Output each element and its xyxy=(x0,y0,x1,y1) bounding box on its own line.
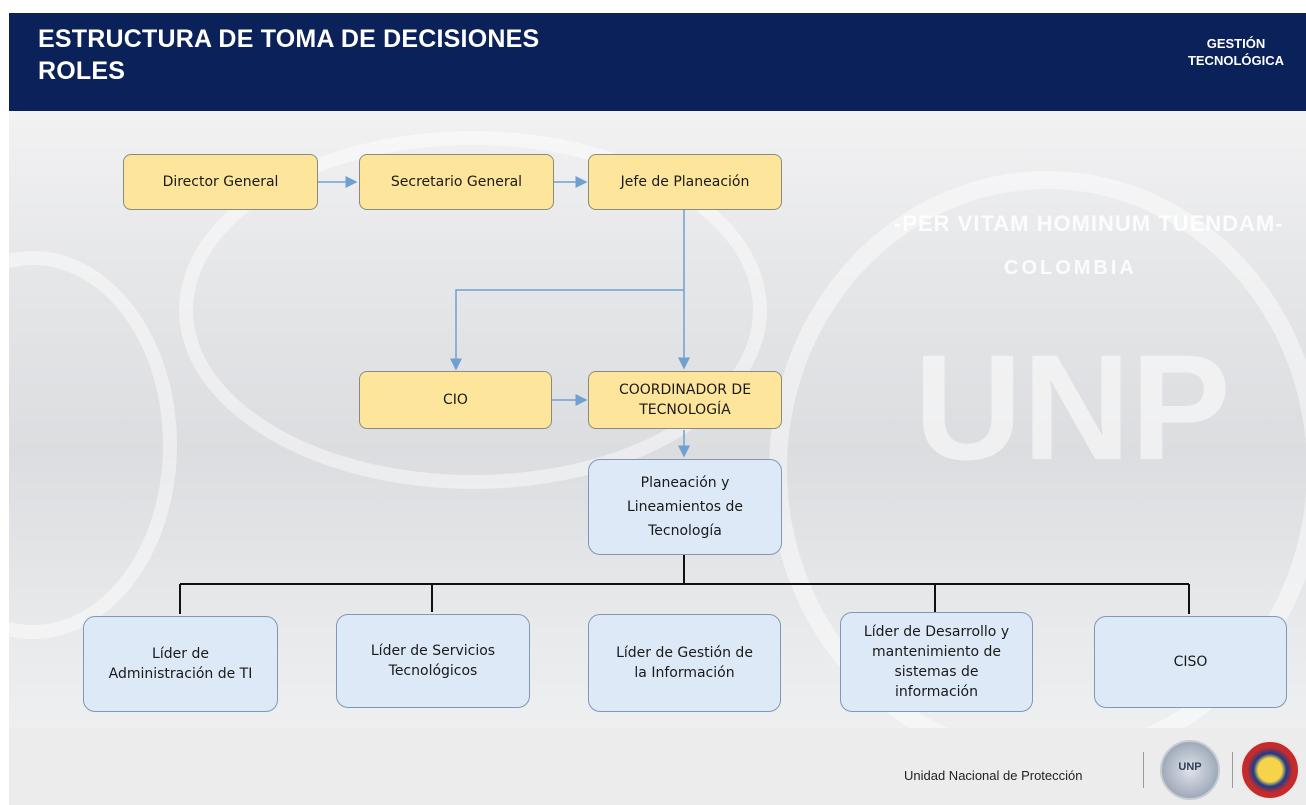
node-label-line: Administración de TI xyxy=(108,666,253,682)
node-label-line: Lineamientos de xyxy=(626,499,744,515)
node-label-line: COORDINADOR DE xyxy=(618,382,752,398)
title-line-1: ESTRUCTURA DE TOMA DE DECISIONES xyxy=(38,25,540,53)
node-ciso: CISO xyxy=(1094,616,1287,708)
node-label: CIO xyxy=(443,392,468,408)
node-label: Director General xyxy=(162,174,279,190)
title-line-2: ROLES xyxy=(38,57,126,85)
watermark-country: COLOMBIA xyxy=(1004,257,1137,279)
dept-line-1: GESTIÓN xyxy=(1206,36,1266,51)
node-label: Jefe de Planeación xyxy=(620,174,750,190)
node-label-line: la Información xyxy=(634,665,735,681)
node-jefe-planeacion: Jefe de Planeación xyxy=(588,154,782,210)
node-director-general: Director General xyxy=(123,154,318,210)
node-lider-desarrollo-sistemas: Líder de Desarrollo y mantenimiento de s… xyxy=(840,612,1033,712)
node-label-line: TECNOLOGÍA xyxy=(639,402,731,418)
footer-separator xyxy=(1232,752,1233,788)
node-cio: CIO xyxy=(359,371,552,429)
node-label-line: información xyxy=(894,684,978,700)
node-label-line: Planeación y xyxy=(640,475,730,491)
footer-separator xyxy=(1143,752,1144,788)
node-lider-administracion-ti: Líder de Administración de TI xyxy=(83,616,278,712)
node-lider-gestion-informacion: Líder de Gestión de la Información xyxy=(588,614,781,712)
tree-connector xyxy=(179,555,1190,614)
node-label: CISO xyxy=(1173,654,1208,670)
arrow-jefe-cio xyxy=(450,289,684,371)
node-coordinador-tecnologia: COORDINADOR DE TECNOLOGÍA xyxy=(588,371,782,429)
watermark-acronym: UNP xyxy=(914,323,1231,491)
header-bar: ESTRUCTURA DE TOMA DE DECISIONES ROLES G… xyxy=(9,13,1306,111)
node-label-line: Líder de Desarrollo y xyxy=(863,624,1010,640)
node-lider-servicios-tecnologicos: Líder de Servicios Tecnológicos xyxy=(336,614,530,708)
node-label-line: Líder de Servicios xyxy=(370,643,496,659)
page-title: ESTRUCTURA DE TOMA DE DECISIONES ROLES xyxy=(38,23,539,87)
header-notch xyxy=(880,97,1306,111)
node-label: Secretario General xyxy=(390,174,523,190)
node-secretario-general: Secretario General xyxy=(359,154,554,210)
unp-seal-text: UNP xyxy=(1178,761,1202,773)
unp-seal-logo: UNP xyxy=(1160,740,1220,800)
node-planeacion-lineamientos: Planeación y Lineamientos de Tecnología xyxy=(588,459,782,555)
footer-bar xyxy=(9,728,1306,805)
node-label-line: mantenimiento de xyxy=(872,644,1001,660)
organization-name: Unidad Nacional de Protección xyxy=(904,768,1083,783)
node-label-line: sistemas de xyxy=(894,664,979,680)
node-label-line: Tecnológicos xyxy=(388,663,478,679)
colombia-shield-logo xyxy=(1240,740,1300,800)
node-label-line: Tecnología xyxy=(648,523,722,539)
node-label-line: Líder de Gestión de xyxy=(616,645,753,661)
node-label-line: Líder de xyxy=(152,646,209,662)
dept-line-2: TECNOLÓGICA xyxy=(1187,53,1284,68)
department-label: GESTIÓN TECNOLÓGICA xyxy=(1188,35,1284,69)
watermark-motto: -PER VITAM HOMINUM TUENDAM- xyxy=(894,211,1284,236)
